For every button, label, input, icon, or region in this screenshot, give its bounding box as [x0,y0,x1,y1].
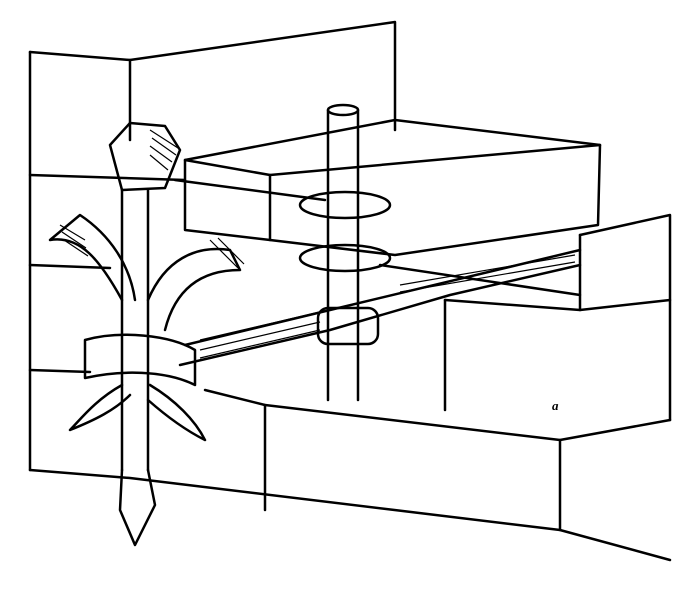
right-petal [146,247,242,332]
lower-washer [298,243,392,273]
vertical-rod [326,108,360,402]
rod-collar [316,306,380,346]
back-wall [28,20,397,132]
upper-washer [298,190,392,220]
fleur-band [83,333,197,387]
spear-tip [118,468,157,547]
figure-label-a: a [552,398,559,413]
fleur-stem [120,188,150,472]
top-stone [183,118,602,257]
hex-head [108,121,182,192]
